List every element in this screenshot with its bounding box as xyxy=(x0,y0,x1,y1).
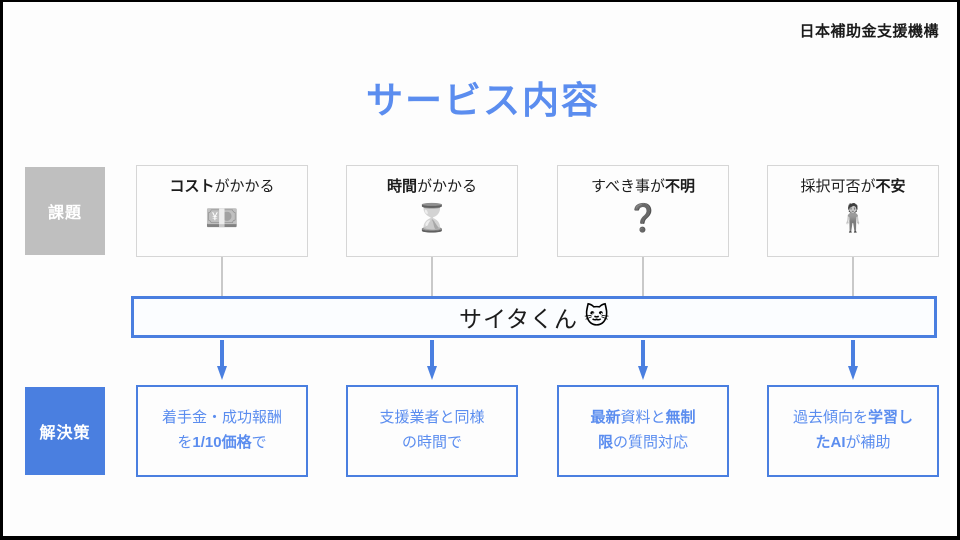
solution-time-line1: 支援業者と同様 xyxy=(379,409,485,427)
arrow-shaft xyxy=(220,340,224,368)
connector-line-4 xyxy=(852,257,854,297)
solution-support-tail: の質問対応 xyxy=(613,434,689,451)
solution-price-line2: を1/10価格で xyxy=(177,431,266,456)
row-label-issue-text: 課題 xyxy=(47,205,82,222)
problem-anxiety-keyword: 不安 xyxy=(875,178,906,195)
solution-time-line2: の時間で xyxy=(401,434,462,451)
arrow-shaft xyxy=(851,340,855,368)
solution-support-keyword-latest: 最新 xyxy=(590,409,621,427)
solution-card-price: 着手金・成功報酬 を1/10価格で xyxy=(136,385,308,477)
solution-price-keyword: 1/10価格 xyxy=(192,434,252,451)
solution-price-lead: を xyxy=(177,434,193,451)
problem-card-time-text: 時間がかかる xyxy=(387,178,477,196)
problem-card-unclear-text: すべき事が不明 xyxy=(591,178,695,196)
solution-price-line1: 着手金・成功報酬 xyxy=(161,409,282,427)
solution-price-tail: で xyxy=(251,434,267,451)
question-mark-icon: ❓ xyxy=(626,203,660,233)
problem-time-keyword: 時間 xyxy=(386,178,417,195)
product-bar: サイタくん 🐱 xyxy=(131,296,937,338)
arrow-shaft xyxy=(430,340,434,368)
row-label-solution: 解決策 xyxy=(25,387,105,475)
arrow-down-4 xyxy=(848,340,858,382)
problem-card-cost: コストがかかる 💴 xyxy=(136,165,308,257)
solution-card-time: 支援業者と同様 の時間で xyxy=(346,385,518,477)
arrow-down-3 xyxy=(638,340,648,382)
problem-card-anxiety: 採択可否が不安 🧍 xyxy=(767,165,939,257)
page-title: サービス内容 xyxy=(366,80,600,121)
arrow-down-2 xyxy=(427,340,437,382)
solution-card-ai: 過去傾向を学習し たAIが補助 xyxy=(767,385,939,477)
problem-cost-keyword: コスト xyxy=(169,178,215,195)
connector-line-3 xyxy=(642,257,644,297)
arrow-head xyxy=(848,366,858,380)
arrow-down-1 xyxy=(217,340,227,382)
arrow-head xyxy=(217,366,227,380)
solution-ai-keyword-learn: 学習し xyxy=(868,409,914,427)
arrow-head xyxy=(427,366,437,380)
problem-card-time: 時間がかかる ⌛ xyxy=(346,165,518,257)
problem-cost-suffix: がかかる xyxy=(214,178,275,195)
solution-ai-keyword-ai: AI xyxy=(830,434,846,451)
solution-ai-line2: たAIが補助 xyxy=(815,431,890,456)
connector-line-1 xyxy=(221,257,223,297)
connector-line-2 xyxy=(431,257,433,297)
solution-support-keyword-unlimited-a: 無制 xyxy=(665,409,696,427)
problem-time-suffix: がかかる xyxy=(417,178,478,195)
arrow-head xyxy=(638,366,648,380)
solution-ai-lead: 過去傾向を xyxy=(792,409,868,427)
hourglass-icon: ⌛ xyxy=(415,203,449,233)
organization-name: 日本補助金支援機構 xyxy=(799,23,939,40)
worried-person-icon: 🧍 xyxy=(836,203,870,233)
cat-mascot-icon: 🐱 xyxy=(584,303,610,330)
solution-support-line2: 限の質問対応 xyxy=(598,431,688,456)
problem-anxiety-lead: 採択可否が xyxy=(800,178,876,195)
problem-card-anxiety-text: 採択可否が不安 xyxy=(800,178,905,196)
row-label-issue: 課題 xyxy=(25,167,105,255)
solution-card-support: 最新資料と無制 限の質問対応 xyxy=(557,385,729,477)
product-name: サイタくん xyxy=(458,306,579,332)
solution-support-mid: 資料と xyxy=(620,409,666,427)
solution-support-line1: 最新資料と無制 xyxy=(590,406,695,431)
solution-ai-tail: が補助 xyxy=(845,434,891,451)
banknote-icon: 💴 xyxy=(205,203,239,233)
solution-ai-keyword-ta: た xyxy=(815,434,831,451)
problem-unclear-keyword: 不明 xyxy=(664,178,695,195)
solution-support-keyword-unlimited-b: 限 xyxy=(597,434,613,451)
problem-unclear-lead: すべき事が xyxy=(591,178,665,195)
problem-card-unclear: すべき事が不明 ❓ xyxy=(557,165,729,257)
arrow-shaft xyxy=(641,340,645,368)
row-label-solution-text: 解決策 xyxy=(39,425,91,442)
problem-card-cost-text: コストがかかる xyxy=(169,178,274,196)
solution-ai-line1: 過去傾向を学習し xyxy=(793,406,913,431)
